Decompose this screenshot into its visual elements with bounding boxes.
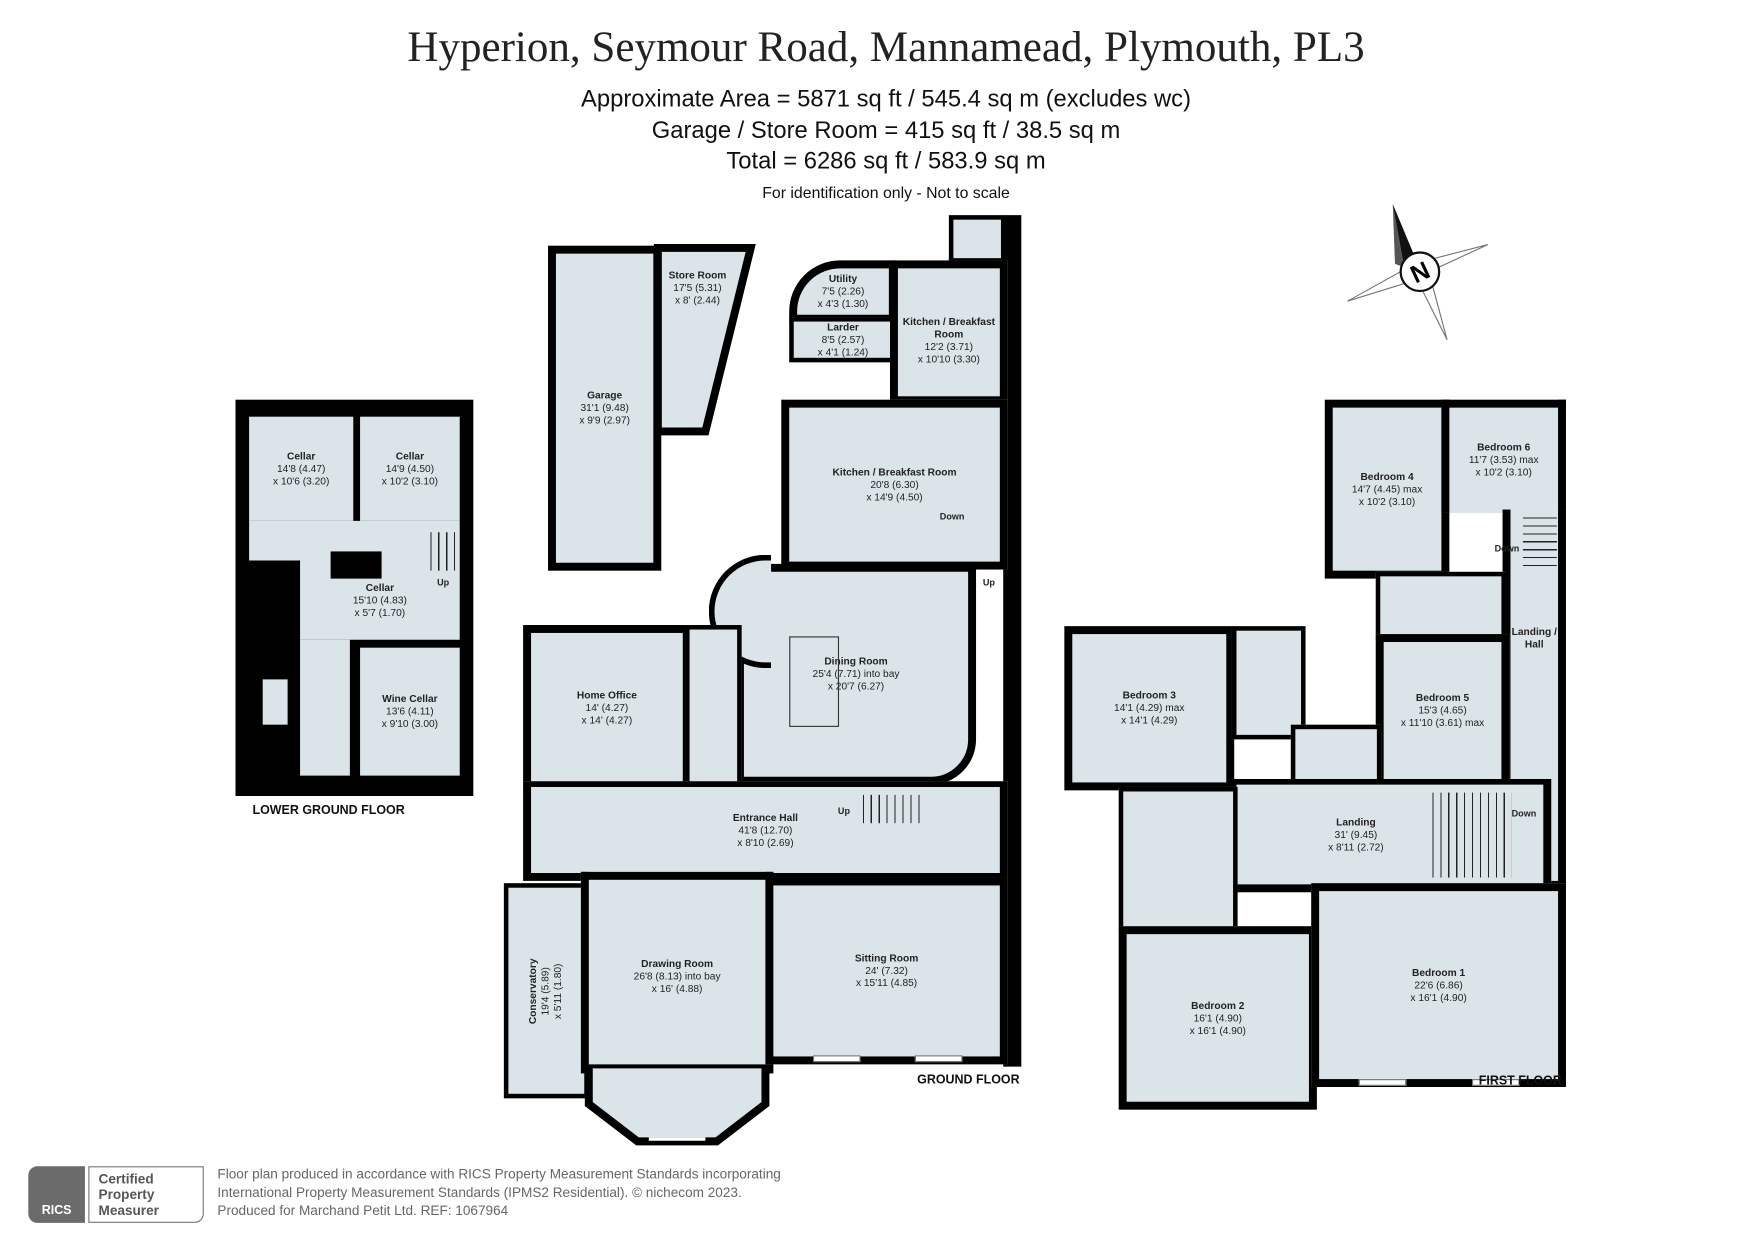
property-title: Hyperion, Seymour Road, Mannamead, Plymo…	[407, 23, 1365, 72]
approximate-area: Approximate Area = 5871 sq ft / 545.4 sq…	[581, 86, 1192, 113]
room-store-room-shape	[653, 244, 756, 436]
footer-line-2: International Property Measurement Stand…	[217, 1184, 742, 1201]
stairs-down-label: Down	[939, 511, 965, 522]
skylight-icon	[789, 636, 840, 727]
stairs-down-label-main: Down	[1511, 808, 1537, 819]
room-ensuite-3	[1231, 626, 1306, 740]
floor-label-first: FIRST FLOOR	[1478, 1074, 1562, 1089]
garage-area: Garage / Store Room = 415 sq ft / 38.5 s…	[651, 117, 1121, 144]
floor-label-ground: GROUND FLOOR	[917, 1073, 1020, 1088]
upper-stairs	[1522, 515, 1557, 567]
stairs-down-label-upper: Down	[1494, 543, 1520, 554]
room-cloakroom	[685, 625, 742, 791]
rics-logo: RICS	[28, 1166, 85, 1223]
badge-line-2: Property	[98, 1186, 155, 1203]
drawing-room-bay	[584, 1064, 770, 1146]
stairs-up-label-kitchen: Up	[982, 577, 995, 588]
compass-icon: N	[1347, 203, 1489, 340]
room-bathroom	[1375, 571, 1506, 640]
scale-note: For identification only - Not to scale	[762, 183, 1010, 202]
footer-disclaimer: Floor plan produced in accordance with R…	[217, 1165, 780, 1219]
rics-badge: RICS Certified Property Measurer	[28, 1166, 204, 1223]
total-area: Total = 6286 sq ft / 583.9 sq m	[726, 148, 1046, 175]
room-bathroom-2	[1118, 786, 1238, 932]
footer-line-1: Floor plan produced in accordance with R…	[217, 1166, 781, 1183]
hall-stairs	[862, 794, 926, 824]
main-stairs-first	[1432, 792, 1512, 878]
lower-stairs	[430, 532, 460, 571]
room-wc	[948, 215, 1006, 263]
badge-line-1: Certified	[98, 1170, 154, 1187]
stairs-up-label: Up	[437, 577, 450, 588]
room-shower-room	[1290, 724, 1382, 784]
floor-label-lower-ground: LOWER GROUND FLOOR	[252, 803, 405, 818]
badge-line-3: Measurer	[98, 1202, 159, 1219]
hall-stairs-up-label: Up	[837, 806, 850, 817]
footer-line-3: Produced for Marchand Petit Ltd. REF: 10…	[217, 1202, 509, 1219]
